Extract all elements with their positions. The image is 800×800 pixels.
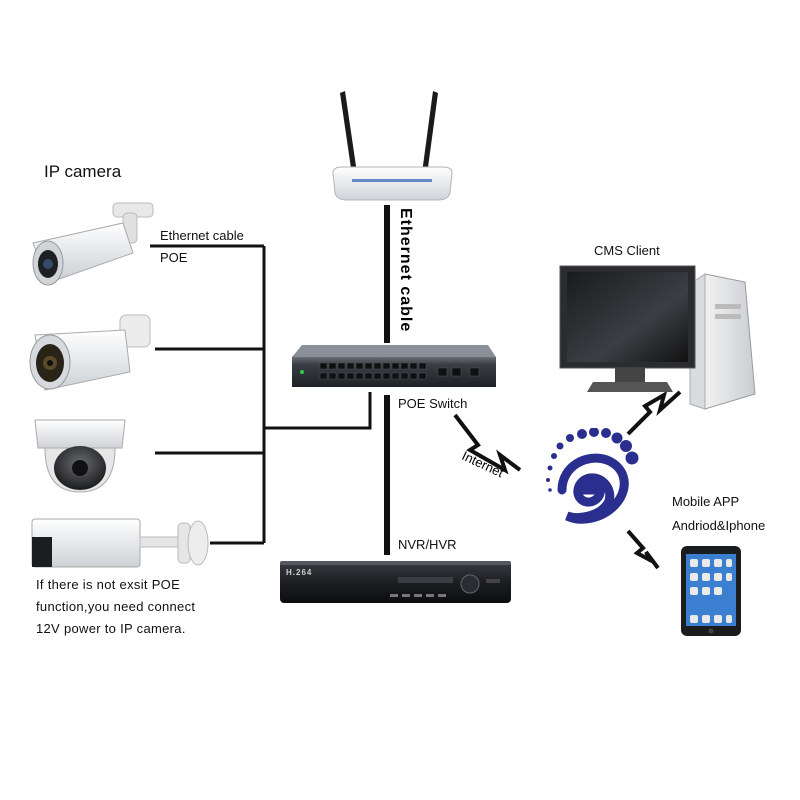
poe-note-line-2: function,you need connect: [36, 599, 196, 614]
cms-link-bolt: [626, 390, 682, 436]
cms-client-label: CMS Client: [594, 243, 660, 258]
wifi-router-icon: [332, 91, 453, 201]
mobile-link-bolt: [626, 529, 660, 570]
ethernet-cable-vertical-label: Ethernet cable: [397, 208, 414, 333]
nvr-hvr-label: NVR/HVR: [398, 537, 457, 552]
trunk-to-switch-cable: [264, 392, 372, 430]
ip-camera-heading: IP camera: [44, 162, 122, 181]
e-cloud-logo-icon: [546, 428, 639, 524]
internet-link-bolt: [453, 413, 522, 475]
nvr-badge: H.264: [286, 568, 313, 577]
box-camera-icon: [31, 518, 209, 568]
poe-switch-label: POE Switch: [398, 396, 468, 411]
poe-note-line-1: If there is not exsit POE: [36, 577, 181, 592]
tablet-icon: [681, 546, 741, 636]
nvr-recorder-icon: [280, 561, 511, 603]
poe-label: POE: [160, 250, 188, 265]
poe-note-line-3: 12V power to IP camera.: [36, 621, 186, 636]
bullet-camera-icon: [32, 202, 154, 286]
mobile-app-label: Mobile APP: [672, 494, 740, 509]
bullet-camera-icon: [29, 314, 151, 391]
desktop-computer-icon: [559, 265, 756, 410]
dome-camera-icon: [34, 419, 126, 493]
poe-note: If there is not exsit POE function,you n…: [36, 574, 195, 640]
android-iphone-label: Andriod&Iphone: [672, 518, 766, 533]
poe-switch-icon: [292, 345, 496, 387]
ethernet-cable-label: Ethernet cable: [160, 228, 244, 243]
